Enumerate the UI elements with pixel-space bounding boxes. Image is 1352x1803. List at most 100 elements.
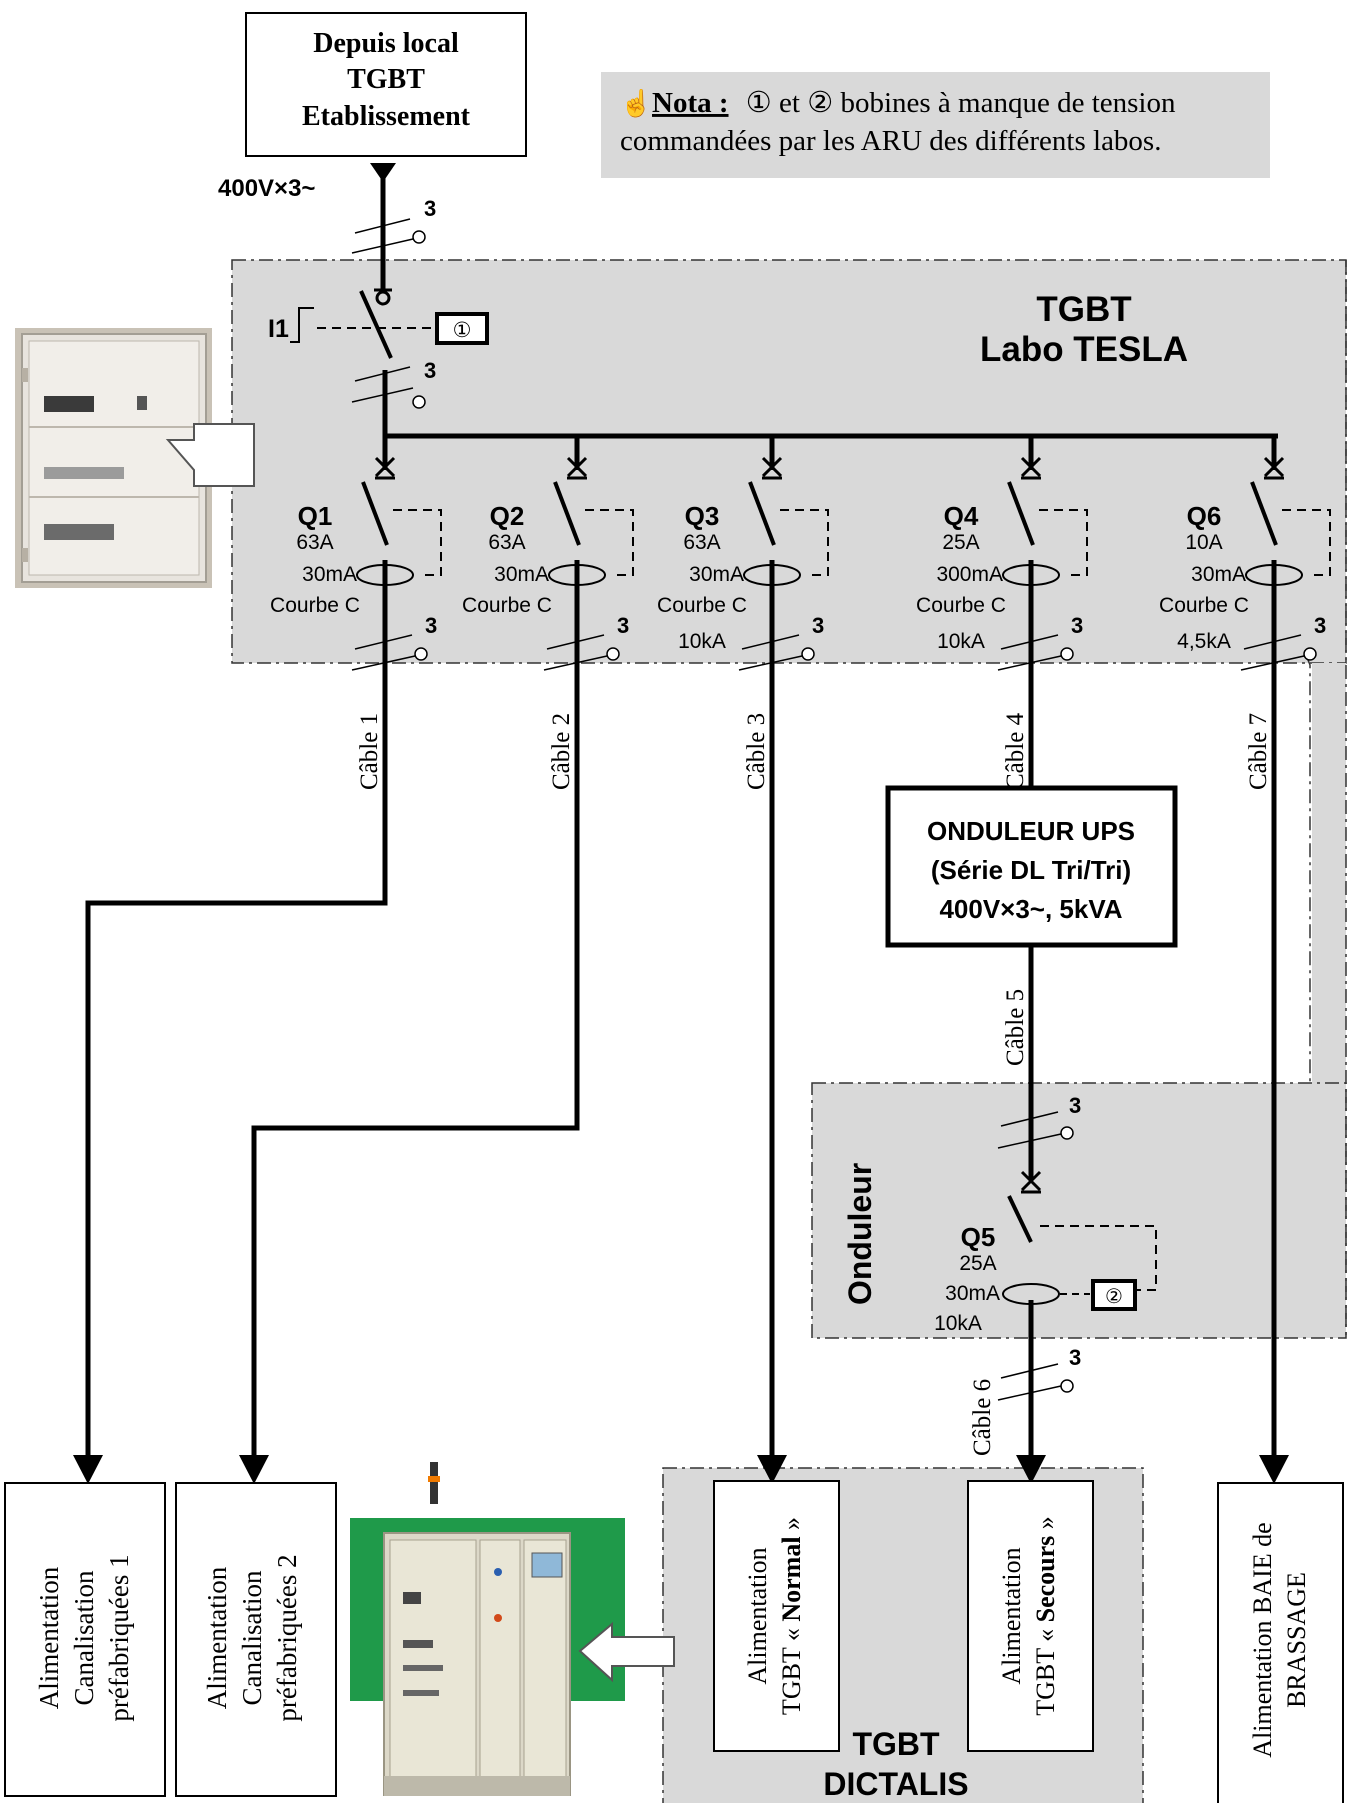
main-switch-i1 — [290, 288, 489, 436]
cross-mark — [374, 456, 396, 478]
cable-label-1: Câble 1 — [356, 713, 383, 790]
cable-label-2: Câble 2 — [548, 713, 575, 790]
q5-out-conductor-count: 3 — [1069, 1345, 1081, 1370]
breaker-sensitivity: 30mA — [302, 563, 357, 586]
feed-arrows — [73, 1455, 1289, 1484]
svg-text:TGBT « Secours »: TGBT « Secours » — [1031, 1516, 1060, 1716]
cable-label-6: Câble 6 — [969, 1379, 996, 1456]
breaker-curve: Courbe C — [657, 594, 747, 617]
breaker-rating: 63A — [683, 531, 720, 554]
breaker-conductor-count: 3 — [425, 613, 437, 638]
cable-label-3: Câble 3 — [743, 713, 770, 790]
conductor-tick — [1000, 634, 1059, 650]
cable-routes — [85, 665, 1277, 1458]
nota-line1: ① et ② bobines à manque de tension — [746, 87, 1176, 119]
normal-line-2-prefix: TGBT « — [777, 1622, 806, 1715]
i1-3-conductor-mark — [351, 366, 426, 409]
conductor-terminal — [414, 647, 428, 661]
supply-voltage: 400V×3~ — [218, 175, 315, 202]
breaker-sensitivity: 30mA — [494, 563, 549, 586]
onduleur-zone — [811, 1082, 1347, 1339]
tgbt-dictalis-cabinet-photo — [350, 1462, 625, 1796]
tgbt-tesla-title-2: Labo TESLA — [980, 330, 1188, 369]
source-box — [245, 12, 527, 157]
canal1-line-3: préfabriquées 1 — [104, 1554, 134, 1721]
breaker-contact — [1250, 481, 1278, 546]
breaker-conductor-count: 3 — [1071, 613, 1083, 638]
supply-3-conductor-mark — [351, 218, 426, 254]
differential-link — [1282, 509, 1331, 576]
breaker-rating: 63A — [296, 531, 333, 554]
breaker-curve: Courbe C — [462, 594, 552, 617]
supply-conductor-count: 3 — [424, 196, 436, 221]
q5-in-conductor-count: 3 — [1069, 1093, 1081, 1118]
canal2-line-3: préfabriquées 2 — [272, 1554, 302, 1721]
breaker-rating: 10A — [1185, 531, 1222, 554]
q5-in-3-conductor-mark — [997, 1111, 1074, 1149]
conductor-terminal — [801, 647, 815, 661]
baie-line-1: Alimentation BAIE de — [1248, 1522, 1277, 1757]
breaker-curve: Courbe C — [1159, 594, 1249, 617]
conductor-terminal — [606, 647, 620, 661]
i1-conductor-count: 3 — [424, 358, 436, 383]
baie-line-2: BRASSAGE — [1282, 1572, 1311, 1708]
conductor-tick — [351, 655, 416, 671]
nota-line2: commandées par les ARU des différents la… — [620, 125, 1161, 157]
conductor-tick — [354, 634, 413, 650]
conductor-tick — [543, 655, 608, 671]
conductor-tick — [1240, 655, 1305, 671]
secours-line-2-suffix: » — [1031, 1516, 1060, 1536]
source-line-3: Etablissement — [302, 101, 471, 132]
conductor-tick — [1243, 634, 1302, 650]
ups-box — [885, 785, 1178, 948]
canal1-line-1: Alimentation — [34, 1566, 64, 1709]
secours-line-1: Alimentation — [997, 1547, 1026, 1684]
conductor-terminal — [1060, 647, 1074, 661]
breaker-breaking-capacity: 10kA — [678, 630, 726, 653]
supply-arrow — [370, 163, 396, 182]
cross-mark — [1020, 456, 1042, 478]
breaker-sensitivity: 300mA — [936, 563, 1003, 586]
cross-mark — [761, 456, 783, 478]
normal-line-2-suffix: » — [777, 1517, 806, 1537]
breaker-sensitivity: 30mA — [689, 563, 744, 586]
cable-label-5: Câble 5 — [1002, 989, 1029, 1066]
svg-text:☝: ☝ — [620, 87, 652, 119]
q5-rating: 25A — [959, 1252, 996, 1275]
breaker-contact — [748, 481, 776, 546]
ups-line-1: ONDULEUR UPS — [927, 816, 1135, 846]
differential-link — [585, 509, 634, 576]
ups-line-3: 400V×3~, 5kVA — [939, 894, 1122, 924]
breaker-name: Q4 — [944, 501, 979, 531]
source-line-1: Depuis local — [313, 28, 459, 59]
cross-mark — [566, 456, 588, 478]
differential-link — [393, 509, 442, 576]
q5-out-3-conductor-mark — [997, 1363, 1074, 1401]
dictalis-photo-arrow — [578, 1621, 675, 1683]
tgbt-dictalis-title-2: DICTALIS — [823, 1766, 968, 1802]
output-canal-2 — [175, 1482, 337, 1797]
output-canal-1 — [4, 1482, 166, 1797]
main-switch-label: I1 — [268, 315, 289, 343]
q5-breaking: 10kA — [934, 1312, 982, 1335]
nota-box — [601, 72, 1270, 178]
normal-line-1: Alimentation — [743, 1547, 772, 1684]
main-switch-coil: ① — [453, 318, 472, 342]
breaker-rating: 25A — [942, 531, 979, 554]
breaker-conductor-count: 3 — [617, 613, 629, 638]
differential-link — [780, 509, 829, 576]
tgbt-tesla-zone — [231, 259, 1347, 664]
onduleur-zone-label: Onduleur — [842, 1163, 878, 1305]
svg-text:Nota : ① et ② bobines à ma: Nota : ① et ② bobines à manque de tensio… — [652, 87, 1176, 119]
differential-link — [1039, 509, 1088, 576]
cross-mark — [1263, 456, 1285, 478]
breaker-name: Q3 — [685, 501, 720, 531]
breaker-q5 — [1002, 1170, 1157, 1311]
breaker-contact — [361, 481, 389, 546]
breaker-sensitivity: 30mA — [1191, 563, 1246, 586]
q5-sensitivity: 30mA — [945, 1282, 1000, 1305]
